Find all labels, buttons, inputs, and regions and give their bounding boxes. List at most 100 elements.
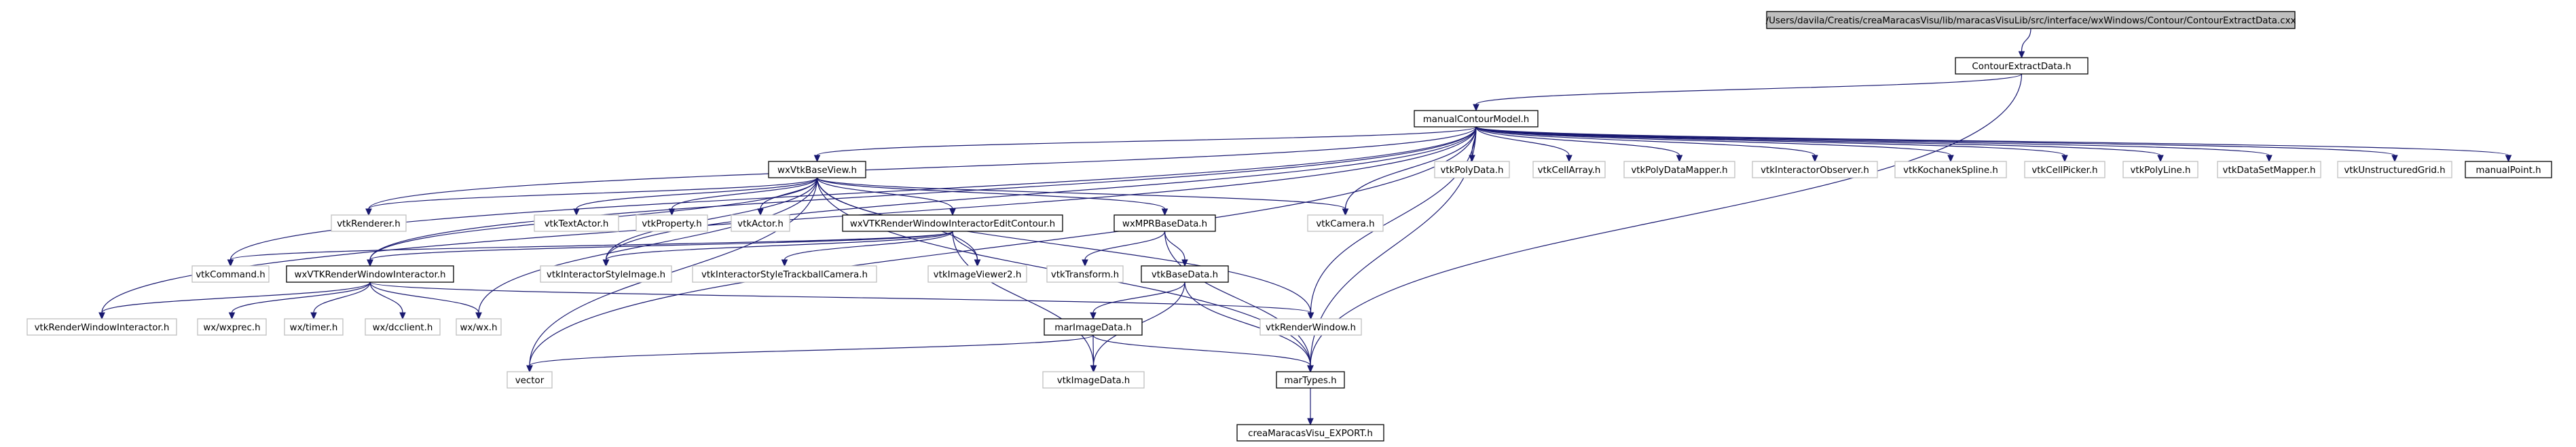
node-label: wx/wx.h bbox=[460, 323, 497, 333]
edge-arrowhead bbox=[227, 259, 234, 267]
edge-line bbox=[1310, 73, 2023, 366]
node-label: vtkPolyData.h bbox=[1440, 166, 1503, 176]
node-vid: vtkImageData.h bbox=[1042, 371, 1145, 389]
node-label: vtkDataSetMapper.h bbox=[2223, 166, 2316, 176]
edge-arrowhead bbox=[2391, 155, 2398, 163]
edge-line bbox=[1092, 334, 1311, 366]
node-label: vtkActor.h bbox=[737, 219, 784, 229]
edge-line bbox=[1344, 126, 1477, 210]
node-box bbox=[1434, 161, 1510, 178]
edge-arrowhead bbox=[573, 208, 580, 216]
edge-arrowhead bbox=[228, 312, 236, 320]
edge-arrowhead bbox=[2157, 155, 2164, 163]
edge-line bbox=[229, 231, 953, 260]
edge-line bbox=[1475, 126, 2509, 156]
node-box bbox=[1044, 318, 1143, 336]
node-box bbox=[2217, 161, 2321, 178]
node-label: /Users/davila/Creatis/creaMaracasVisu/li… bbox=[1766, 16, 2296, 26]
node-wrec[interactable]: wxVTKRenderWindowInteractorEditContour.h bbox=[842, 214, 1063, 232]
edge-line bbox=[816, 177, 1312, 313]
edge-line bbox=[1092, 281, 1185, 313]
node-label: wxVtkBaseView.h bbox=[777, 166, 857, 176]
edge-mcm-to-vcmd bbox=[227, 126, 1477, 267]
node-wrwi[interactable]: wxVTKRenderWindowInteractor.h bbox=[286, 265, 454, 283]
node-wxt: wx/timer.h bbox=[284, 318, 344, 336]
edge-mid-to-vid bbox=[1090, 334, 1097, 373]
node-wxp: wx/wxprec.h bbox=[197, 318, 267, 336]
edge-mcm-to-wbv bbox=[813, 126, 1477, 163]
edge-mt-to-cmve bbox=[1307, 388, 1314, 426]
node-vbd[interactable]: vtkBaseData.h bbox=[1141, 265, 1229, 283]
edge-wrwi-to-wxt bbox=[310, 281, 371, 320]
edge-line bbox=[671, 177, 818, 210]
edge-line bbox=[1310, 126, 1477, 313]
node-label: vtkCamera.h bbox=[1316, 219, 1374, 229]
node-box bbox=[731, 214, 790, 232]
edge-line bbox=[369, 126, 1477, 260]
edge-line bbox=[816, 177, 1166, 210]
edge-line bbox=[101, 281, 371, 313]
edge-arrowhead bbox=[2505, 155, 2512, 163]
edge-wrec-to-wrwi bbox=[367, 231, 953, 267]
node-vpdm: vtkPolyDataMapper.h bbox=[1623, 161, 1735, 178]
edge-wrwi-to-wxd bbox=[369, 281, 406, 320]
node-vprop: vtkProperty.h bbox=[636, 214, 708, 232]
node-label: vtkRenderWindowInteractor.h bbox=[35, 323, 170, 333]
edge-line bbox=[1475, 126, 1816, 156]
node-ced[interactable]: ContourExtractData.h bbox=[1955, 57, 2089, 75]
node-label: vtkTransform.h bbox=[1051, 270, 1119, 280]
node-vcam: vtkCamera.h bbox=[1307, 214, 1384, 232]
edge-line bbox=[1084, 231, 1166, 260]
node-vact: vtkActor.h bbox=[731, 214, 790, 232]
node-vca: vtkCellArray.h bbox=[1532, 161, 1606, 178]
edge-root-to-ced bbox=[2018, 28, 2031, 59]
node-root[interactable]: /Users/davila/Creatis/creaMaracasVisu/li… bbox=[1766, 11, 2296, 29]
node-box bbox=[1766, 11, 2296, 29]
node-vpl: vtkPolyLine.h bbox=[2122, 161, 2198, 178]
node-mid[interactable]: marImageData.h bbox=[1044, 318, 1143, 336]
node-label: vtkImageViewer2.h bbox=[934, 270, 1022, 280]
node-label: vtkImageData.h bbox=[1057, 376, 1130, 386]
node-box bbox=[26, 318, 177, 336]
edge-line bbox=[1475, 126, 1680, 156]
edge-line bbox=[529, 177, 818, 366]
edge-arrowhead bbox=[974, 259, 981, 267]
node-box bbox=[1236, 424, 1384, 442]
edge-mcm-to-vdsm bbox=[1475, 126, 2273, 163]
node-wbv[interactable]: wxVtkBaseView.h bbox=[768, 161, 866, 178]
node-box bbox=[540, 265, 672, 283]
edge-line bbox=[231, 281, 371, 313]
node-label: vtkCellArray.h bbox=[1538, 166, 1601, 176]
node-mcm[interactable]: manualContourModel.h bbox=[1414, 110, 1539, 128]
node-box bbox=[1752, 161, 1878, 178]
edge-mcm-to-vcp bbox=[1475, 126, 2068, 163]
node-label: wxVTKRenderWindowInteractorEditContour.h bbox=[850, 219, 1055, 229]
edge-mcm-to-vca bbox=[1475, 126, 1572, 163]
node-cmve[interactable]: creaMaracasVisu_EXPORT.h bbox=[1236, 424, 1384, 442]
edge-line bbox=[1475, 126, 1951, 156]
node-label: vtkInteractorObserver.h bbox=[1761, 166, 1869, 176]
edge-line bbox=[1164, 231, 1311, 366]
node-wxd: wx/dcclient.h bbox=[365, 318, 441, 336]
edge-mprb-to-vbd bbox=[1164, 231, 1188, 267]
edge-mprb-to-vtr bbox=[1082, 231, 1166, 267]
node-mprb[interactable]: wxMPRBaseData.h bbox=[1114, 214, 1216, 232]
edge-arrowhead bbox=[310, 312, 317, 320]
node-label: wx/wxprec.h bbox=[203, 323, 260, 333]
node-box bbox=[1307, 214, 1384, 232]
node-vistc: vtkInteractorStyleTrackballCamera.h bbox=[692, 265, 877, 283]
edge-arrowhead bbox=[1082, 259, 1088, 267]
node-mt[interactable]: marTypes.h bbox=[1276, 371, 1345, 389]
node-vio: vtkInteractorObserver.h bbox=[1752, 161, 1878, 178]
edge-mid-to-vec bbox=[526, 334, 1094, 373]
node-box bbox=[1042, 371, 1145, 389]
edge-line bbox=[1475, 126, 1570, 156]
node-label: marImageData.h bbox=[1054, 323, 1131, 333]
edge-line bbox=[784, 231, 953, 260]
edge-line bbox=[816, 126, 1477, 156]
node-label: wx/dcclient.h bbox=[373, 323, 433, 333]
node-vta: vtkTextActor.h bbox=[534, 214, 619, 232]
edge-wrec-to-vistc bbox=[781, 231, 953, 267]
edge-mcm-to-mp bbox=[1475, 126, 2512, 163]
node-mp[interactable]: manualPoint.h bbox=[2465, 161, 2552, 178]
